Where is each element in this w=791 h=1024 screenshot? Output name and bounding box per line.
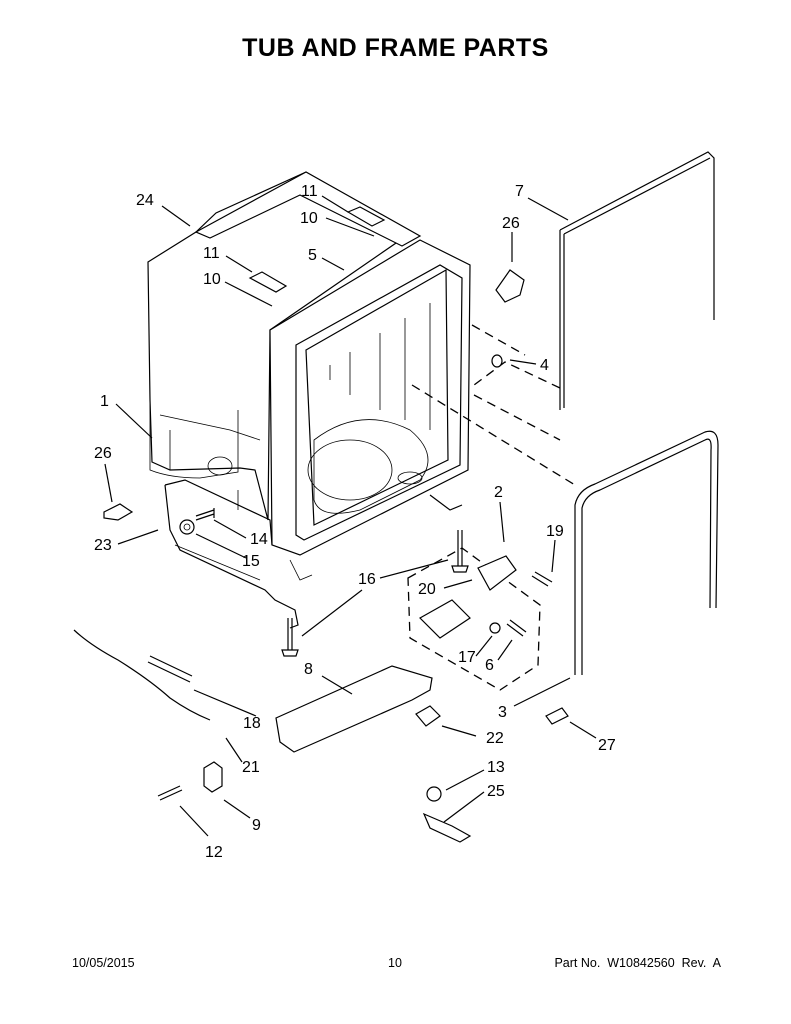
callout-4: 4 — [540, 357, 549, 374]
screw-part-6 — [506, 619, 527, 637]
footer-date: 10/05/2015 — [72, 956, 135, 970]
grommet-part-15 — [179, 519, 195, 535]
screw-part-19 — [531, 571, 553, 587]
callout-10-top: 10 — [300, 210, 318, 227]
callout-18: 18 — [243, 715, 261, 732]
screw-part-12 — [157, 785, 183, 801]
callout-22: 22 — [486, 730, 504, 747]
callout-12: 12 — [205, 844, 223, 861]
plug-part-4 — [491, 354, 503, 368]
callout-24: 24 — [136, 192, 154, 209]
clip-part-26-side — [103, 503, 134, 521]
screw-part-14 — [195, 508, 215, 521]
door-gasket-part-7 — [559, 151, 715, 410]
sensor-part-13 — [426, 786, 442, 802]
callout-27: 27 — [598, 737, 616, 754]
callout-17: 17 — [458, 649, 476, 666]
leveling-leg-part-16-a — [451, 530, 469, 573]
mounting-bracket — [419, 599, 471, 639]
callout-16: 16 — [358, 571, 376, 588]
callout-11-top: 11 — [301, 183, 318, 200]
callout-7: 7 — [515, 183, 524, 200]
bumper-part-9 — [203, 761, 223, 793]
callout-9: 9 — [252, 817, 261, 834]
callout-19: 19 — [546, 523, 564, 540]
callout-25: 25 — [487, 783, 505, 800]
clip-part-22 — [415, 705, 441, 727]
callout-2: 2 — [494, 484, 503, 501]
callout-3: 3 — [498, 704, 507, 721]
panel-part-8 — [275, 665, 433, 753]
tub-gasket-part-3 — [574, 430, 719, 675]
cord-part-21 — [73, 629, 211, 721]
callout-8: 8 — [304, 661, 313, 678]
leveling-leg-part-16-b — [281, 618, 299, 657]
spring-part-18 — [147, 655, 193, 683]
callout-11-left: 11 — [203, 245, 220, 262]
clip-part-26-top — [495, 269, 525, 303]
callout-1: 1 — [100, 393, 109, 410]
callout-15: 15 — [242, 553, 260, 570]
callout-21: 21 — [242, 759, 260, 776]
bracket-part-25 — [422, 812, 472, 843]
callout-5: 5 — [308, 247, 317, 264]
tub-assembly — [147, 171, 471, 629]
footer-part-number: Part No. W10842560 Rev. A — [554, 956, 721, 970]
page-title: TUB AND FRAME PARTS — [242, 34, 549, 62]
washer-part-17 — [489, 622, 501, 634]
callout-13: 13 — [487, 759, 505, 776]
footer-page-number: 10 — [388, 956, 402, 970]
callout-26-side: 26 — [94, 445, 112, 462]
leader-lines — [104, 195, 597, 837]
callout-6: 6 — [485, 657, 494, 674]
callout-labels: 24 11 10 11 10 5 7 26 4 1 26 23 14 15 2 … — [94, 183, 616, 861]
callout-10-left: 10 — [203, 271, 221, 288]
callout-26-top: 26 — [502, 215, 520, 232]
clip-part-27 — [545, 707, 569, 725]
callout-14: 14 — [250, 531, 268, 548]
callout-20: 20 — [418, 581, 436, 598]
bracket-part-20 — [477, 555, 517, 591]
callout-23: 23 — [94, 537, 112, 554]
